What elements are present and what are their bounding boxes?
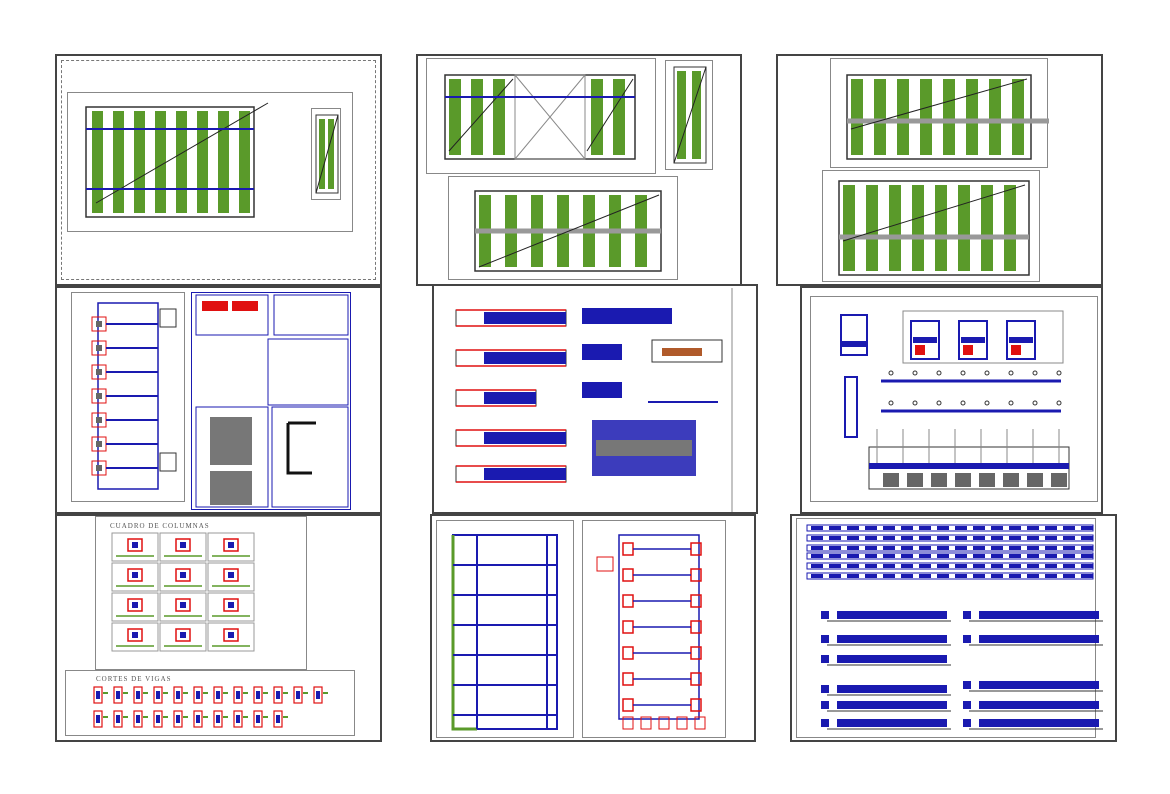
foundation-plan-svg	[91, 302, 177, 490]
frame-elevations-svg	[840, 310, 1070, 490]
sheet-roof-slab-plan-2[interactable]	[416, 54, 742, 286]
slab-plan-lower-svg	[838, 180, 1030, 276]
sheet-frame-elevations[interactable]	[800, 286, 1103, 514]
sheet-column-beam-schedule[interactable]: CUADRO DE COLUMNAS CORTES DE VIGAS	[55, 514, 382, 742]
frame-long-elevations	[844, 370, 1070, 490]
beam-elevation-rows	[455, 308, 723, 483]
frame-mini-details	[902, 310, 1064, 364]
beam-sections-title: CORTES DE VIGAS	[96, 675, 172, 683]
beam-reinforcement-svg	[806, 524, 1103, 730]
column-schedule-title: CUADRO DE COLUMNAS	[110, 522, 210, 530]
beam-sections: CORTES DE VIGAS	[65, 670, 355, 736]
foundation-plan-right-svg	[596, 534, 706, 730]
sheet-roof-slab-plan-1[interactable]	[55, 54, 382, 286]
slab-plan-lower	[822, 170, 1040, 282]
sheet-foundation-details[interactable]	[55, 286, 382, 514]
foundation-left-beams	[453, 535, 557, 729]
slab-plan-top-svg	[444, 74, 636, 160]
beam-top-strips	[806, 524, 1094, 580]
slab-green-strips-c	[851, 79, 1024, 155]
slab-plan-upper	[830, 58, 1049, 168]
slab-green-strips	[92, 111, 250, 213]
foundation-right-footings	[596, 542, 706, 730]
sheet-roof-slab-plan-3[interactable]	[776, 54, 1103, 286]
slab-plan-bottom-svg	[474, 190, 662, 272]
frame-elevations-panel	[810, 296, 1098, 502]
foundation-plan-left-svg	[451, 534, 558, 731]
column-schedule-cells	[111, 532, 255, 652]
foundation-plan	[71, 292, 185, 502]
slab-plan-side	[665, 60, 713, 170]
slab-green-strips-a	[449, 79, 625, 155]
slab-green-strips-d	[843, 185, 1016, 271]
footing-blocks	[91, 308, 177, 476]
slab-plan-main-svg	[85, 102, 269, 218]
beam-section-cells	[93, 686, 328, 728]
column-schedule: CUADRO DE COLUMNAS	[95, 516, 307, 670]
slab-plan-main	[67, 92, 353, 232]
beam-reinforcement-panel	[796, 518, 1103, 738]
beam-elevations-svg	[455, 288, 733, 512]
slab-plan-upper-svg	[846, 74, 1049, 160]
beam-rebar-details	[821, 611, 1103, 730]
foundation-details-svg	[195, 294, 349, 508]
sheet-beam-reinforcement[interactable]	[790, 514, 1117, 742]
slab-plan-bottom	[448, 176, 678, 280]
column-schedule-svg	[111, 532, 255, 652]
slab-plan-top	[426, 58, 656, 174]
sheet-beam-elevations[interactable]	[432, 284, 758, 514]
foundation-details-panel	[191, 292, 351, 510]
foundation-plan-right	[582, 520, 726, 738]
sheet-foundation-plans[interactable]	[430, 514, 756, 742]
foundation-plan-left	[436, 520, 574, 738]
beam-sections-svg	[93, 686, 328, 728]
slab-plan-detail	[311, 108, 341, 200]
